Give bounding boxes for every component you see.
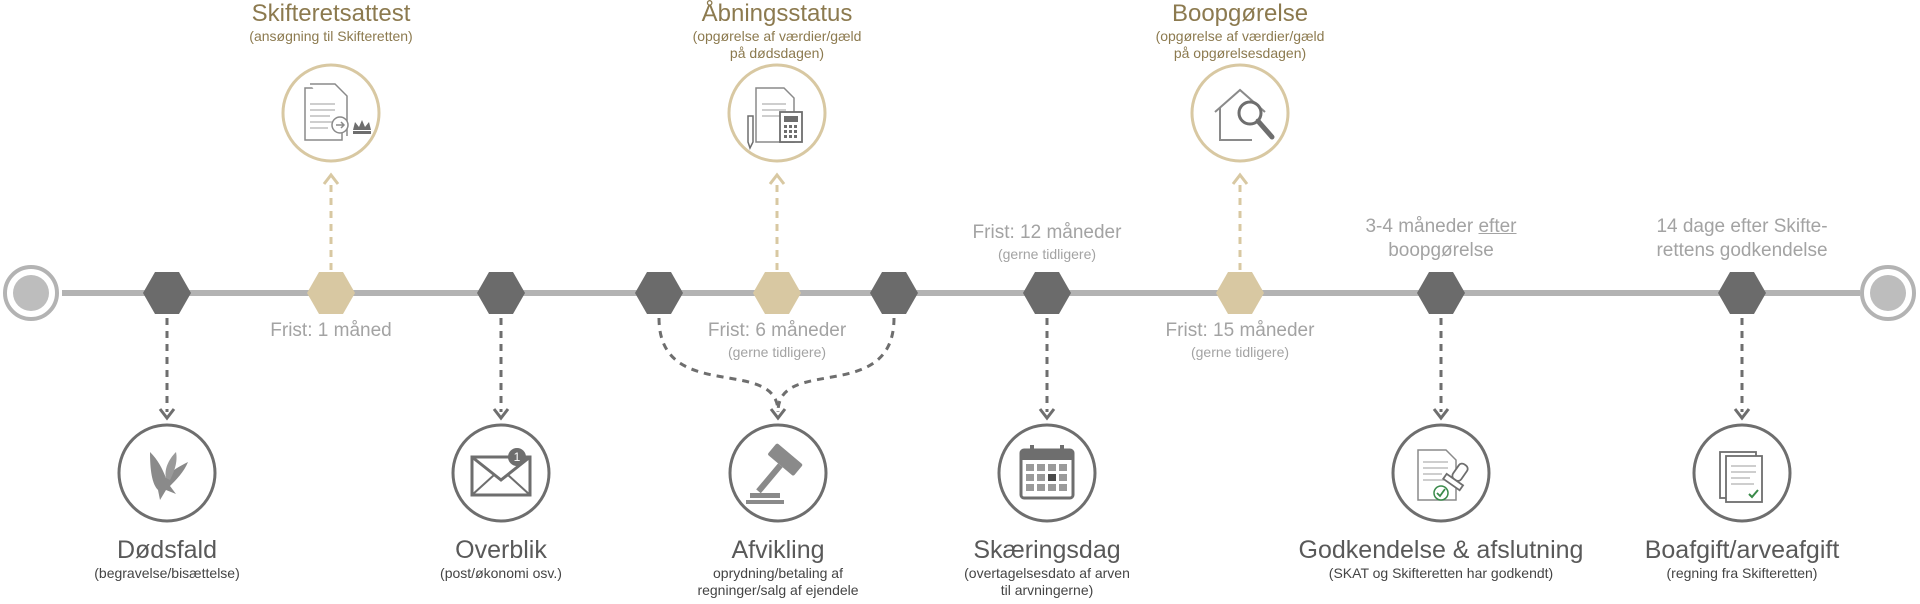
arrow-overblik [492,408,510,421]
deadline-frist-12-sub: (gerne tidligere) [997,246,1097,262]
godkendelse-subtitle: (SKAT og Skifteretten har godkendt) [1328,565,1554,581]
arrow-godkendelse [1432,408,1450,421]
envelope-icon: 1 [451,423,551,523]
timeline-end-marker [1860,265,1916,321]
deadline-after-boopgorelse-line2: boopgørelse [1388,240,1494,261]
overblik-subtitle: (post/økonomi osv.) [440,565,562,581]
deadline-frist-1: Frist: 1 måned [270,320,392,341]
hexagon-abningsstatus [753,272,801,314]
hexagons [143,272,1766,314]
skaeringsdag-title: Skæringsdag [973,536,1121,564]
deadline-frist-6: Frist: 6 måneder [707,320,847,341]
hexagon-boopgorelse [1216,272,1264,314]
abningsstatus-subtitle-2: på dødsdagen) [729,45,825,61]
arrow-skifteretsattest [322,172,340,185]
hexagon-skifteretsattest [307,272,355,314]
connector-afvikling-right [776,317,896,413]
skifteretsattest-subtitle: (ansøgning til Skifteretten) [249,28,413,44]
deadline-frist-6-sub: (gerne tidligere) [727,344,827,360]
arrow-boafgift [1733,408,1751,421]
dodsfald-title: Dødsfald [116,536,218,564]
overblik-title: Overblik [455,536,547,564]
afvikling-subtitle-2: regninger/salg af ejendele [697,582,859,598]
boafgift-title: Boafgift/arveafgift [1644,536,1840,564]
boopgorelse-subtitle-1: (opgørelse af værdier/gæld [1155,28,1325,44]
deadline-frist-15: Frist: 15 måneder [1165,320,1315,341]
hexagon-skaeringsdag [1023,272,1071,314]
calendar-icon [997,423,1097,523]
deadline-after-boopgorelse-prefix: 3-4 måneder [1365,216,1479,237]
deadline-after-godkendelse-line1: 14 dage efter Skifte- [1656,216,1828,237]
arrow-afvikling [769,408,787,421]
abningsstatus-title: Åbningsstatus [701,0,853,27]
deadline-frist-12: Frist: 12 måneder [972,222,1122,243]
arrow-boopgorelse [1231,172,1249,185]
arrow-abningsstatus [768,172,786,185]
deadline-after-boopgorelse-line1: 3-4 måneder efter [1365,216,1516,238]
deadline-after-godkendelse-line2: rettens godkendelse [1656,240,1828,261]
boopgorelse-subtitle-2: på opgørelsesdagen) [1173,45,1307,61]
hexagon-dodsfald [143,272,191,314]
afvikling-subtitle-1: oprydning/betaling af [713,565,843,581]
document-crown-icon [281,63,381,163]
gavel-icon [728,423,828,523]
skaeringsdag-subtitle-1: (overtagelsesdato af arven [964,565,1130,581]
arrow-skaeringsdag [1038,408,1056,421]
hexagon-boafgift [1718,272,1766,314]
dodsfald-subtitle: (begravelse/bisættelse) [94,565,240,581]
envelope-badge: 1 [514,450,521,464]
document-stamp-icon [1391,423,1491,523]
dove-icon [117,423,217,523]
connector-afvikling-left [657,317,780,413]
timeline-start-marker [3,265,59,321]
documents-check-icon [1692,423,1792,523]
document-calculator-icon [727,63,827,163]
arrow-dodsfald [158,408,176,421]
hexagon-godkendelse [1417,272,1465,314]
skaeringsdag-subtitle-2: til arvningerne) [1000,582,1094,598]
afvikling-title: Afvikling [731,536,825,564]
house-magnifier-icon [1190,63,1290,163]
boafgift-subtitle: (regning fra Skifteretten) [1666,565,1818,581]
hexagon-overblik [477,272,525,314]
deadline-after-boopgorelse-underlined: efter [1478,216,1517,237]
deadline-frist-15-sub: (gerne tidligere) [1190,344,1290,360]
boopgorelse-title: Boopgørelse [1171,0,1309,27]
skifteretsattest-title: Skifteretsattest [251,0,411,27]
abningsstatus-subtitle-1: (opgørelse af værdier/gæld [692,28,862,44]
hexagon-afvikling-end [870,272,918,314]
hexagon-afvikling-start [635,272,683,314]
godkendelse-title: Godkendelse & afslutning [1298,536,1584,564]
